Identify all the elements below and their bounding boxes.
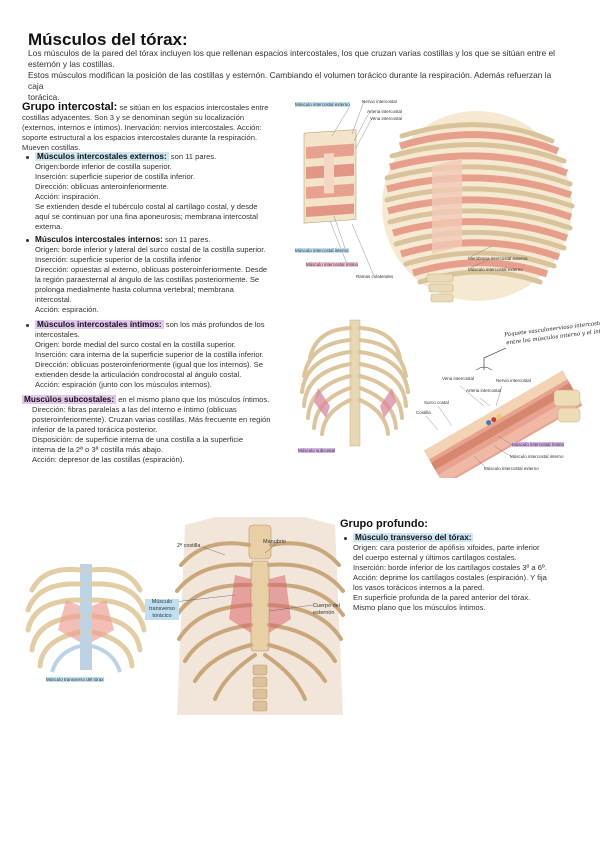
bullet-dot	[344, 536, 347, 540]
transverse-small-figure: Músculo transverso del tórax	[22, 560, 152, 690]
transverso-line: En superficie profunda de la pared anter…	[353, 593, 531, 602]
bullet-dot	[26, 155, 29, 159]
transverso-line: Inserción: borde inferior de los cartíla…	[353, 563, 547, 572]
intercostal-line: soporte estructural a los espacios inter…	[22, 133, 258, 142]
intercostal-section-illustration	[424, 347, 583, 478]
fig4-label: Músculo transverso del tórax	[46, 677, 104, 682]
intimos-block: Músculos intercostales íntimos: son los …	[26, 320, 298, 390]
transverso-line: del cuerpo esternal y últimos cartílagos…	[353, 553, 517, 562]
internos-line: Inserción: superficie superior de la cos…	[35, 255, 202, 264]
subcostales-line: Dirección: fibras paralelas a las del in…	[32, 405, 237, 414]
transverso-name: Músculo transverso del tórax:	[353, 533, 474, 542]
profundo-section: Grupo profundo:	[340, 518, 590, 530]
fig3-label-externo: Músculo intercostal externo	[484, 466, 539, 471]
subcostales-block: Muscúlos subcostales: en el mismo plano …	[22, 395, 298, 465]
subcostales-line: Disposición: de superficie interna de un…	[32, 435, 244, 444]
intercostal-line: (externos, internos e íntimos). Inervaci…	[22, 123, 262, 132]
fig3-label-costilla: Costilla	[416, 410, 431, 415]
internos-line: Origen: borde inferior y lateral del sur…	[35, 245, 266, 254]
profundo-heading: Grupo profundo:	[340, 518, 428, 530]
fig1-label-ext: Músculo intercostal externo	[295, 102, 350, 107]
intimos-line: son los más profundos de los	[163, 320, 265, 329]
fig3-label-surco: Surco costal	[424, 400, 449, 405]
intimos-line: Dirección: oblicuas posteroinferiormente…	[35, 360, 263, 369]
intro-line: torácica.	[28, 92, 60, 102]
rib-cage-illustration	[303, 100, 575, 303]
fig3-label-arteria: Arteria intercostal	[466, 388, 502, 393]
fig1-label-ramas: Ramas colaterales	[356, 274, 394, 279]
intro-line: esternón y las costillas.	[28, 59, 115, 69]
page-title: Músculos del tórax:	[28, 30, 188, 49]
intercostal-line: costillas adyacentes. Son 3 y se denomin…	[22, 113, 245, 122]
fig3-label-nervio: Nervio intercostal	[496, 378, 531, 383]
fig3-label-interno: Músculo intercostal interno	[510, 454, 564, 459]
internos-name: Músculos intercostales internos:	[35, 235, 163, 244]
transverso-block: Músculo transverso del tórax: Origen: ca…	[344, 533, 594, 613]
externos-line: Dirección: oblicuas anteroinferiormente.	[35, 182, 169, 191]
intro-line: Estos músculos modifican la posición de …	[28, 70, 552, 91]
subcostal-figure: Músculo subcostal	[296, 318, 414, 458]
fig1-label-nervio: Nervio intercostal	[362, 99, 397, 104]
fig1-label-ext2: Músculo intercostal externo	[468, 267, 523, 272]
fig5-label-costilla2: 2ª costilla	[177, 543, 201, 549]
subcostales-line: inferior de la pared torácica posterior.	[32, 425, 158, 434]
internos-line: Dirección: opuestas al externo, oblicuas…	[35, 265, 268, 274]
transverso-line: Origen: cara posterior de apófisis xifoi…	[353, 543, 540, 552]
internos-line: la región paraesternal al ángulo de las …	[35, 275, 260, 284]
intimos-name: Músculos intercostales íntimos:	[35, 320, 164, 329]
fig1-label-interno: Músculo intercostal interno	[295, 248, 349, 253]
externos-line: aquí se continuan por una fina aponeuros…	[35, 212, 258, 221]
internos-line: prolonga medialmente hasta columna verte…	[35, 285, 234, 294]
posterior-ribs-illustration	[300, 319, 410, 447]
transverso-line: los vasos torácicos internos a la pared.	[353, 583, 485, 592]
intimos-line: Acción: espiración (junto con los múscul…	[35, 380, 212, 389]
intercostal-section: Grupo intercostal: se sitúan en los espa…	[22, 102, 297, 153]
externos-line: son 11 pares.	[168, 152, 217, 161]
fig3-label-intimo: Músculo intercostal íntimo	[512, 442, 565, 447]
externos-line: Inserción: superficie superior de costil…	[35, 172, 195, 181]
bullet-dot	[26, 238, 29, 242]
internos-line: intercostal.	[35, 295, 72, 304]
subcostales-line: en el mismo plano que los músculos íntim…	[116, 395, 270, 404]
thorax-anterior-illustration	[165, 517, 345, 715]
fig1-label-memb: Membrana intercostal externa	[468, 256, 528, 261]
fig1-label-vena: Vena intercostal	[370, 116, 403, 121]
intro-text: Los músculos de la pared del tórax inclu…	[28, 48, 568, 103]
subcostales-line: posteroinferiormente). Cruzan varias cos…	[32, 415, 271, 424]
transverso-line: Acción: deprime los cartílagos costales …	[353, 573, 547, 582]
intimos-line: Inserción: cara interna de la superficie…	[35, 350, 264, 359]
subcostales-line: Acción: depresor de las costillas (espir…	[32, 455, 185, 464]
intimos-line: intercostales.	[35, 330, 80, 339]
intercostal-line: Mueven costillas.	[22, 143, 81, 152]
externos-line: Se extienden desde el tubérculo costal a…	[35, 202, 258, 211]
cross-section-figure: Paquete vasculonervioso intercostal - en…	[414, 318, 600, 478]
subcostales-line: interna de la 2ª o 3ª costilla más abajo…	[32, 445, 163, 454]
externos-name: Músculos intercostales externos:	[35, 152, 169, 161]
fig5-label-manubrio: Manubrio	[263, 539, 286, 545]
internos-line: son 11 pares.	[162, 235, 211, 244]
transverse-large-figure: 2ª costilla Manubrio Músculo transverso …	[145, 515, 355, 720]
fig5-label-transverso: Músculo transverso torácico	[145, 599, 179, 620]
fig1-label-arteria: Arteria intercostal	[367, 109, 403, 114]
intimos-line: extienden desde la articulación condroco…	[35, 370, 242, 379]
externos-line: Acción: inspiración.	[35, 192, 101, 201]
internos-line: Acción: espiración.	[35, 305, 99, 314]
fig2-label: Músculo subcostal	[298, 448, 336, 453]
subcostales-name: Muscúlos subcostales:	[22, 395, 117, 404]
intimos-line: Origen: borde medial del surco costal en…	[35, 340, 236, 349]
anterior-cage-illustration	[25, 564, 147, 673]
fig5-label-cuerpo: Cuerpo del esternón	[313, 603, 340, 616]
fig3-label-vena: Vena intercostal	[442, 376, 475, 381]
intro-line: Los músculos de la pared del tórax inclu…	[28, 48, 555, 58]
externos-line: externa.	[35, 222, 63, 231]
internos-block: Músculos intercostales internos: son 11 …	[26, 235, 298, 315]
externos-block: Músculos intercostales externos: son 11 …	[26, 152, 298, 232]
transverso-line: Mismo plano que los músculos íntimos.	[353, 603, 486, 612]
externos-line: Origen:borde inferior de costilla superi…	[35, 162, 172, 171]
fig1-label-intimo: Músculo intercostal íntimo	[306, 262, 359, 267]
intercostal-figure: Músculo intercostal externo Nervio inter…	[292, 96, 582, 311]
intercostal-line: se sitúan en los espacios intercostales …	[117, 103, 269, 112]
bullet-dot	[26, 323, 29, 327]
intercostal-heading: Grupo intercostal:	[22, 101, 118, 113]
